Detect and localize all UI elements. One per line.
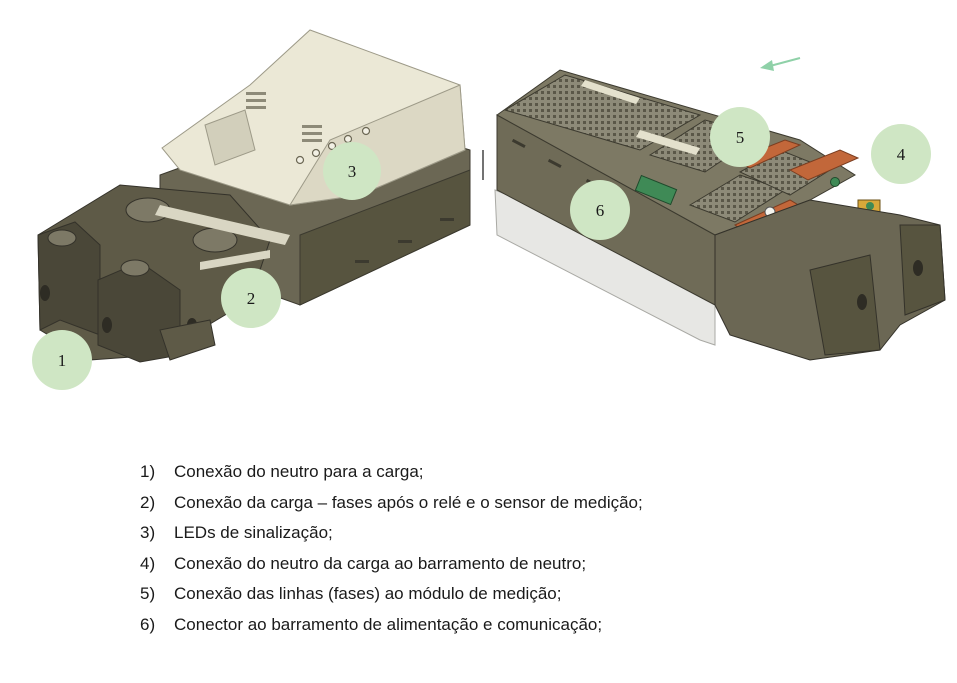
callout-circle — [570, 180, 630, 240]
callout-label: 1 — [58, 351, 67, 370]
legend-item-text: Conector ao barramento de alimentação e … — [174, 614, 603, 634]
top-vent-grille — [503, 74, 702, 151]
cover-vent-slots — [246, 92, 322, 142]
led-indicators — [295, 126, 371, 165]
legend-item: 3) LEDs de sinalização; — [140, 523, 643, 554]
device-diagram: 1 2 3 4 5 6 — [32, 29, 946, 390]
legend-item-number: 2) — [140, 492, 156, 512]
right-device — [494, 69, 946, 361]
callout-circle — [32, 330, 92, 390]
callout-label: 3 — [348, 162, 357, 181]
callout-circle — [710, 107, 770, 167]
legend-item-number: 4) — [140, 553, 156, 573]
callout-label: 4 — [897, 145, 906, 164]
legend-item-text: Conexão da carga – fases após o relé e o… — [174, 492, 643, 512]
legend-item-text: Conexão do neutro para a carga; — [174, 462, 424, 481]
legend-item: 2) Conexão da carga – fases após o relé e… — [140, 493, 643, 524]
legend-item-number: 5) — [140, 584, 156, 603]
legend-item: 1) Conexão do neutro para a carga; — [140, 462, 643, 493]
legend-item-text: LEDs de sinalização; — [174, 523, 333, 542]
callout-circle — [323, 142, 381, 200]
legend-item: 6) Conector ao barramento de alimentação … — [140, 615, 643, 646]
callout-label: 5 — [736, 128, 745, 147]
callout-label: 2 — [247, 289, 256, 308]
legend-item-number: 6) — [140, 614, 156, 634]
legend-item: 5) Conexão das linhas (fases) ao módulo d… — [140, 584, 643, 615]
legend-item-number: 1) — [140, 462, 156, 481]
callout-circle — [871, 124, 931, 184]
legend-item-number: 3) — [140, 523, 156, 542]
legend-item-text: Conexão do neutro da carga ao barramento… — [174, 553, 587, 573]
callout-1: 1 — [32, 330, 92, 390]
callout-3: 3 — [323, 142, 381, 200]
callout-circle — [221, 268, 281, 328]
callout-2: 2 — [221, 268, 281, 328]
left-device — [37, 29, 471, 363]
callout-4: 4 — [871, 124, 931, 184]
legend-list: 1) Conexão do neutro para a carga; 2) Cone… — [140, 462, 643, 645]
callout-5: 5 — [710, 107, 770, 167]
legend-item: 4) Conexão do neutro da carga ao barramen… — [140, 554, 643, 585]
legend-item-text: Conexão das linhas (fases) ao módulo de … — [174, 584, 562, 603]
board-connector — [634, 174, 678, 206]
callout-6: 6 — [570, 180, 630, 240]
arrow-icon — [760, 57, 801, 71]
callout-label: 6 — [596, 201, 605, 220]
